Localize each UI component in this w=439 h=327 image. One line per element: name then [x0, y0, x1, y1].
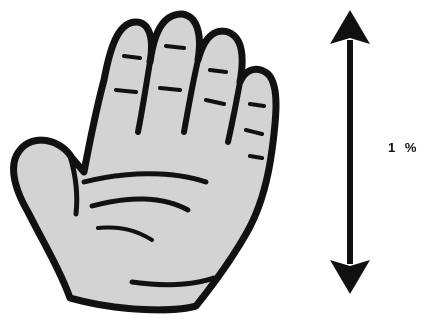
- hand-outline: [14, 14, 276, 310]
- crease-9: [250, 156, 262, 158]
- double-arrow-icon: [322, 10, 378, 294]
- crease-1: [124, 56, 140, 58]
- arrow-head-down: [330, 260, 370, 294]
- percentage-label: 1 %: [388, 140, 419, 155]
- crease-7: [250, 104, 264, 106]
- crease-3: [166, 46, 184, 48]
- crease-5: [210, 70, 226, 72]
- arrow-head-up: [330, 10, 370, 44]
- hand-palm-icon: [0, 0, 300, 327]
- crease-2: [116, 90, 136, 92]
- crease-4: [160, 88, 180, 90]
